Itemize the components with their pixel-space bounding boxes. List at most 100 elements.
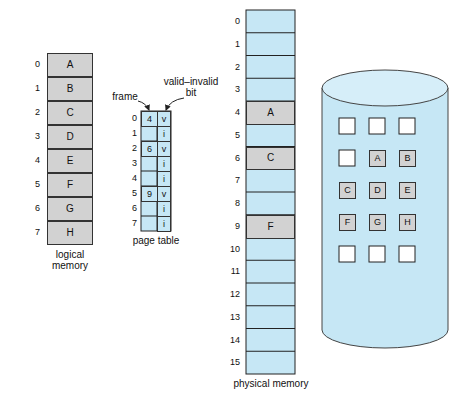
page-number: 4	[122, 173, 137, 184]
cell-text: i	[163, 220, 165, 229]
physical-frame: F	[246, 215, 295, 239]
page-number: 0	[20, 59, 40, 70]
disk-page: C	[339, 182, 356, 199]
cell-text: E	[67, 156, 74, 166]
column-heading: frame	[110, 91, 140, 102]
grid-line	[246, 55, 295, 56]
cell-text: C	[344, 186, 351, 195]
logical-page: A	[47, 53, 93, 77]
page-number: 1	[20, 83, 40, 94]
frame-number: 14	[218, 335, 240, 346]
cell-text: H	[404, 218, 411, 227]
grid-line	[246, 283, 295, 284]
logical-page: F	[47, 173, 93, 197]
frame-number: 0	[218, 16, 240, 27]
cell-text: B	[404, 154, 410, 163]
logical-page: H	[47, 221, 93, 245]
cell-text: A	[267, 108, 274, 118]
disk-page: B	[399, 150, 416, 167]
frame-number: 5	[218, 130, 240, 141]
valid-bit-cell: i	[157, 216, 171, 232]
empty-slot	[339, 118, 355, 134]
leader-arrow	[138, 101, 149, 110]
disk-cylinder	[322, 70, 448, 348]
physical-frame: A	[246, 101, 295, 125]
empty-slot	[339, 246, 355, 262]
cell-text: G	[374, 218, 381, 227]
frame-number: 6	[218, 153, 240, 164]
page-number: 7	[122, 218, 137, 229]
cell-text: F	[345, 218, 351, 227]
cell-text: 9	[147, 190, 152, 199]
grid-line	[246, 351, 295, 352]
disk-top	[322, 70, 448, 106]
page-number: 1	[122, 128, 137, 139]
disk-page: H	[399, 214, 416, 231]
empty-slot	[369, 246, 385, 262]
physical-memory-grid	[246, 10, 295, 374]
cell-text: i	[163, 130, 165, 139]
logical-page: D	[47, 125, 93, 149]
cell-text: B	[67, 84, 74, 94]
grid-line	[246, 192, 295, 193]
cell-text: i	[163, 160, 165, 169]
grid-line	[246, 32, 295, 33]
cell-text: i	[163, 205, 165, 214]
frame-number: 11	[218, 266, 240, 277]
page-number: 5	[122, 188, 137, 199]
disk-page: D	[369, 182, 386, 199]
valid-bit-cell: v	[157, 186, 171, 202]
empty-slot	[399, 118, 415, 134]
cell-text: D	[374, 186, 381, 195]
page-number: 2	[122, 143, 137, 154]
page-table-frame	[141, 111, 171, 231]
cell-text: F	[267, 222, 273, 232]
page-number: 7	[20, 227, 40, 238]
page-number: 5	[20, 179, 40, 190]
disk-page: G	[369, 214, 386, 231]
valid-bit-cell: v	[157, 141, 171, 157]
frame-number: 12	[218, 289, 240, 300]
frame-number: 4	[218, 107, 240, 118]
cell-text: 6	[147, 145, 152, 154]
physical-memory: physical memoryACF	[246, 10, 295, 374]
frame-number: 9	[218, 221, 240, 232]
frame-number: 3	[218, 84, 240, 95]
grid-line	[246, 78, 295, 79]
valid-bit-cell: i	[157, 201, 171, 217]
page-number: 3	[122, 158, 137, 169]
grid-line	[246, 328, 295, 329]
page-number: 3	[20, 131, 40, 142]
column-heading: valid–invalid bit	[160, 76, 222, 98]
empty-slot	[399, 246, 415, 262]
valid-bit-cell: v	[157, 111, 171, 127]
cell-text: C	[66, 108, 73, 118]
cell-text: 4	[147, 115, 152, 124]
cell-text: i	[163, 175, 165, 184]
logical-page: G	[47, 197, 93, 221]
cell-text: E	[404, 186, 410, 195]
frame-number: 8	[218, 198, 240, 209]
frame-number: 1	[218, 39, 240, 50]
page-table: page table4vi6vii9vii	[141, 111, 171, 231]
cell-text: v	[162, 115, 167, 124]
logical-page: E	[47, 149, 93, 173]
logical-memory: logical memoryABCDEFGH	[47, 53, 93, 245]
page-number: 6	[122, 203, 137, 214]
empty-slot	[369, 118, 385, 134]
empty-slot	[339, 150, 355, 166]
frame-number: 13	[218, 312, 240, 323]
page-number: 2	[20, 107, 40, 118]
disk-page: F	[339, 214, 356, 231]
disk-slots	[339, 118, 415, 262]
disk-page: A	[369, 150, 386, 167]
physical-frame: C	[246, 147, 295, 171]
leader-arrow	[166, 98, 184, 110]
cell-text: v	[162, 145, 167, 154]
cell-text: A	[374, 154, 380, 163]
frame-number: 7	[218, 175, 240, 186]
cell-text: G	[66, 204, 74, 214]
frame-number: 2	[218, 62, 240, 73]
physical-memory-column	[246, 10, 295, 374]
